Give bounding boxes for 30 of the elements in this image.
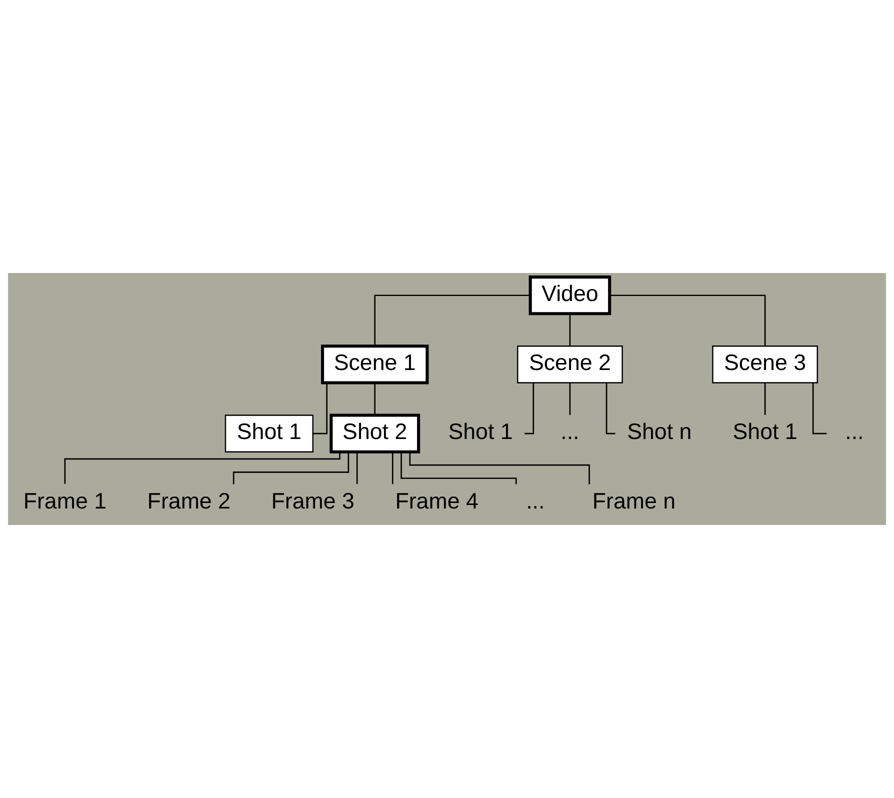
node-text: Frame 1 <box>23 488 107 514</box>
node-text: ... <box>560 419 580 444</box>
connector <box>374 382 376 415</box>
node-text: Shot n <box>627 419 692 444</box>
connector <box>764 382 766 415</box>
node-text: ... <box>526 488 545 514</box>
node-text: Frame n <box>592 488 676 514</box>
node-text: Shot 1 <box>732 419 798 444</box>
node-text: Frame 4 <box>395 488 478 514</box>
node-text: Shot 1 <box>448 419 513 444</box>
connector <box>356 452 358 484</box>
connector <box>232 452 350 484</box>
connector <box>64 452 340 484</box>
node-text: Frame 3 <box>271 488 354 514</box>
connector <box>409 452 590 484</box>
node-box: Scene 3 <box>712 346 818 384</box>
connector <box>569 314 571 346</box>
node-box: Shot 1 <box>224 414 314 452</box>
connector <box>374 294 530 346</box>
node-text: Frame 2 <box>147 488 231 514</box>
node-box: Video <box>528 276 612 316</box>
node-text: ... <box>845 419 864 444</box>
node-box: Scene 2 <box>517 346 623 384</box>
connector <box>610 294 766 346</box>
connector <box>392 452 394 484</box>
node-box: Shot 2 <box>330 414 420 454</box>
connector <box>569 382 571 415</box>
connector <box>400 452 517 484</box>
connector <box>312 382 328 434</box>
node-box: Scene 1 <box>321 344 429 384</box>
